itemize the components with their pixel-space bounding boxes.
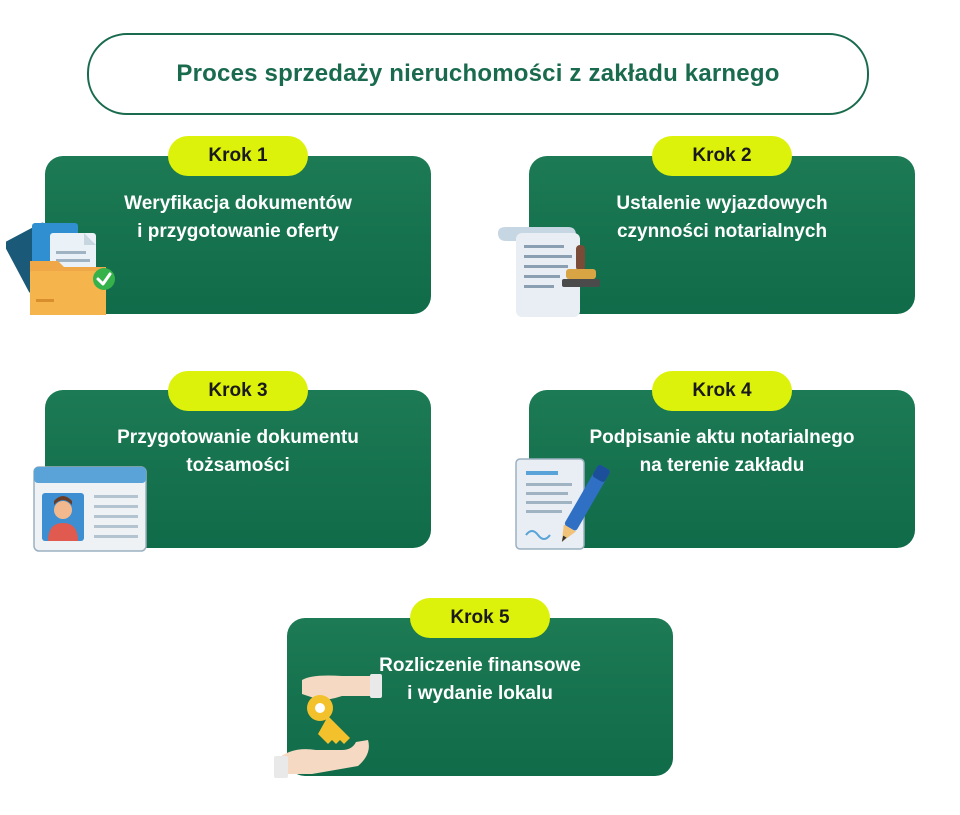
step-5-line1: Rozliczenie finansowe bbox=[379, 655, 581, 676]
step-5-text: Rozliczenie finansowe i wydanie lokalu bbox=[287, 652, 673, 708]
page-title: Proces sprzedaży nieruchomości z zakładu… bbox=[176, 60, 780, 87]
step-1-line2: i przygotowanie oferty bbox=[137, 221, 339, 242]
step-card-4: Podpisanie aktu notarialnego na terenie … bbox=[529, 390, 915, 548]
id-card-icon bbox=[33, 466, 147, 552]
step-4-line1: Podpisanie aktu notarialnego bbox=[589, 427, 855, 448]
step-1-badge: Krok 1 bbox=[168, 136, 308, 176]
step-3-line2: tożsamości bbox=[186, 455, 290, 476]
scroll-stamp-icon bbox=[498, 227, 600, 317]
step-4-line2: na terenie zakładu bbox=[639, 455, 805, 476]
step-3-text: Przygotowanie dokumentu tożsamości bbox=[45, 424, 431, 480]
step-4-text: Podpisanie aktu notarialnego na terenie … bbox=[529, 424, 915, 480]
step-2-badge: Krok 2 bbox=[652, 136, 792, 176]
documents-folder-check-icon bbox=[6, 222, 115, 315]
step-5-line2: i wydanie lokalu bbox=[407, 683, 553, 704]
step-1-line1: Weryfikacja dokumentów bbox=[124, 193, 352, 214]
step-2-line2: czynności notarialnych bbox=[616, 221, 828, 242]
step-2-line1: Ustalenie wyjazdowych bbox=[616, 193, 828, 214]
step-3-badge: Krok 3 bbox=[168, 371, 308, 411]
step-3-line1: Przygotowanie dokumentu bbox=[117, 427, 359, 448]
step-1-text: Weryfikacja dokumentów i przygotowanie o… bbox=[45, 190, 431, 246]
key-handover-icon bbox=[274, 674, 382, 778]
step-card-2: Ustalenie wyjazdowych czynności notarial… bbox=[529, 156, 915, 314]
title-box: Proces sprzedaży nieruchomości z zakładu… bbox=[87, 33, 869, 115]
contract-pen-icon bbox=[515, 458, 610, 550]
step-4-badge: Krok 4 bbox=[652, 371, 792, 411]
step-2-text: Ustalenie wyjazdowych czynności notarial… bbox=[529, 190, 915, 246]
step-5-badge: Krok 5 bbox=[410, 598, 550, 638]
